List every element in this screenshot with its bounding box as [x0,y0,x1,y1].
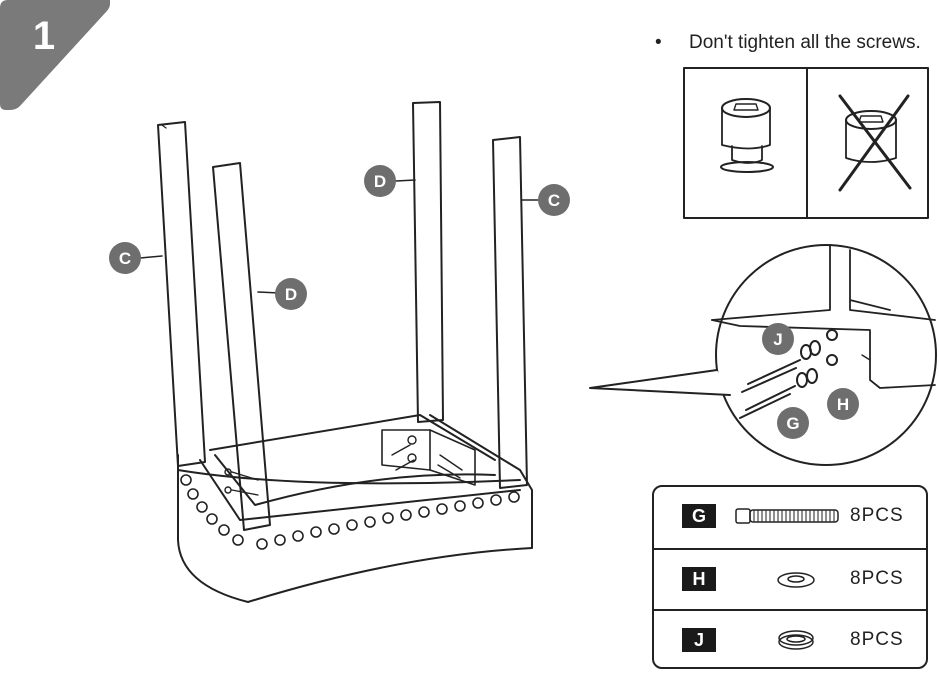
bolt-icon [735,508,839,524]
note-text: Don't tighten all the screws. [689,32,921,53]
part-code-h: H [682,567,716,591]
part-qty-j: 8PCS [850,629,904,650]
nail-heads [180,474,520,550]
part-code-g: G [682,504,716,528]
part-qty-g: 8PCS [850,505,904,526]
leg-d-right [412,101,444,423]
step-number: 1 [32,14,56,58]
label-j: J [773,330,782,349]
part-label-markers: C D D C J H G [109,165,859,439]
label-h-marker [827,388,859,420]
parts-row-g: G 8PCS [654,487,926,547]
parts-row-h: H 8PCS [654,548,926,608]
label-c-left-marker [109,242,141,274]
leg-d-left [212,162,271,531]
parts-table: G 8PCS H 8PCS J 8PCS [652,485,928,669]
label-h: H [837,395,849,414]
spring-washer-icon [778,630,814,650]
label-d-right-marker [364,165,396,197]
part-qty-h: 8PCS [850,568,904,589]
label-j-marker [762,323,794,355]
label-d-left-marker [275,278,307,310]
detail-circle [715,244,937,466]
seat-outline [177,414,533,603]
label-c-right-marker [538,184,570,216]
seat-frame [199,459,521,521]
tighten-note: • Don't tighten all the screws. [655,32,921,54]
parts-row-j: J 8PCS [654,609,926,667]
label-g-marker [777,407,809,439]
seat-back-rail [209,414,496,461]
label-d-left: D [285,285,297,304]
screws-at-legs [224,435,463,496]
step-badge [0,0,110,110]
note-bullet: • [655,32,662,53]
label-c-left: C [119,249,131,268]
part-code-j: J [682,628,716,652]
seat-frame-inner [214,454,496,506]
flat-washer-icon [777,572,815,588]
leg-c-right [492,136,528,489]
label-d-right: D [374,172,386,191]
leg-c-left [157,121,206,467]
label-g: G [786,414,799,433]
label-c-right: C [548,191,560,210]
